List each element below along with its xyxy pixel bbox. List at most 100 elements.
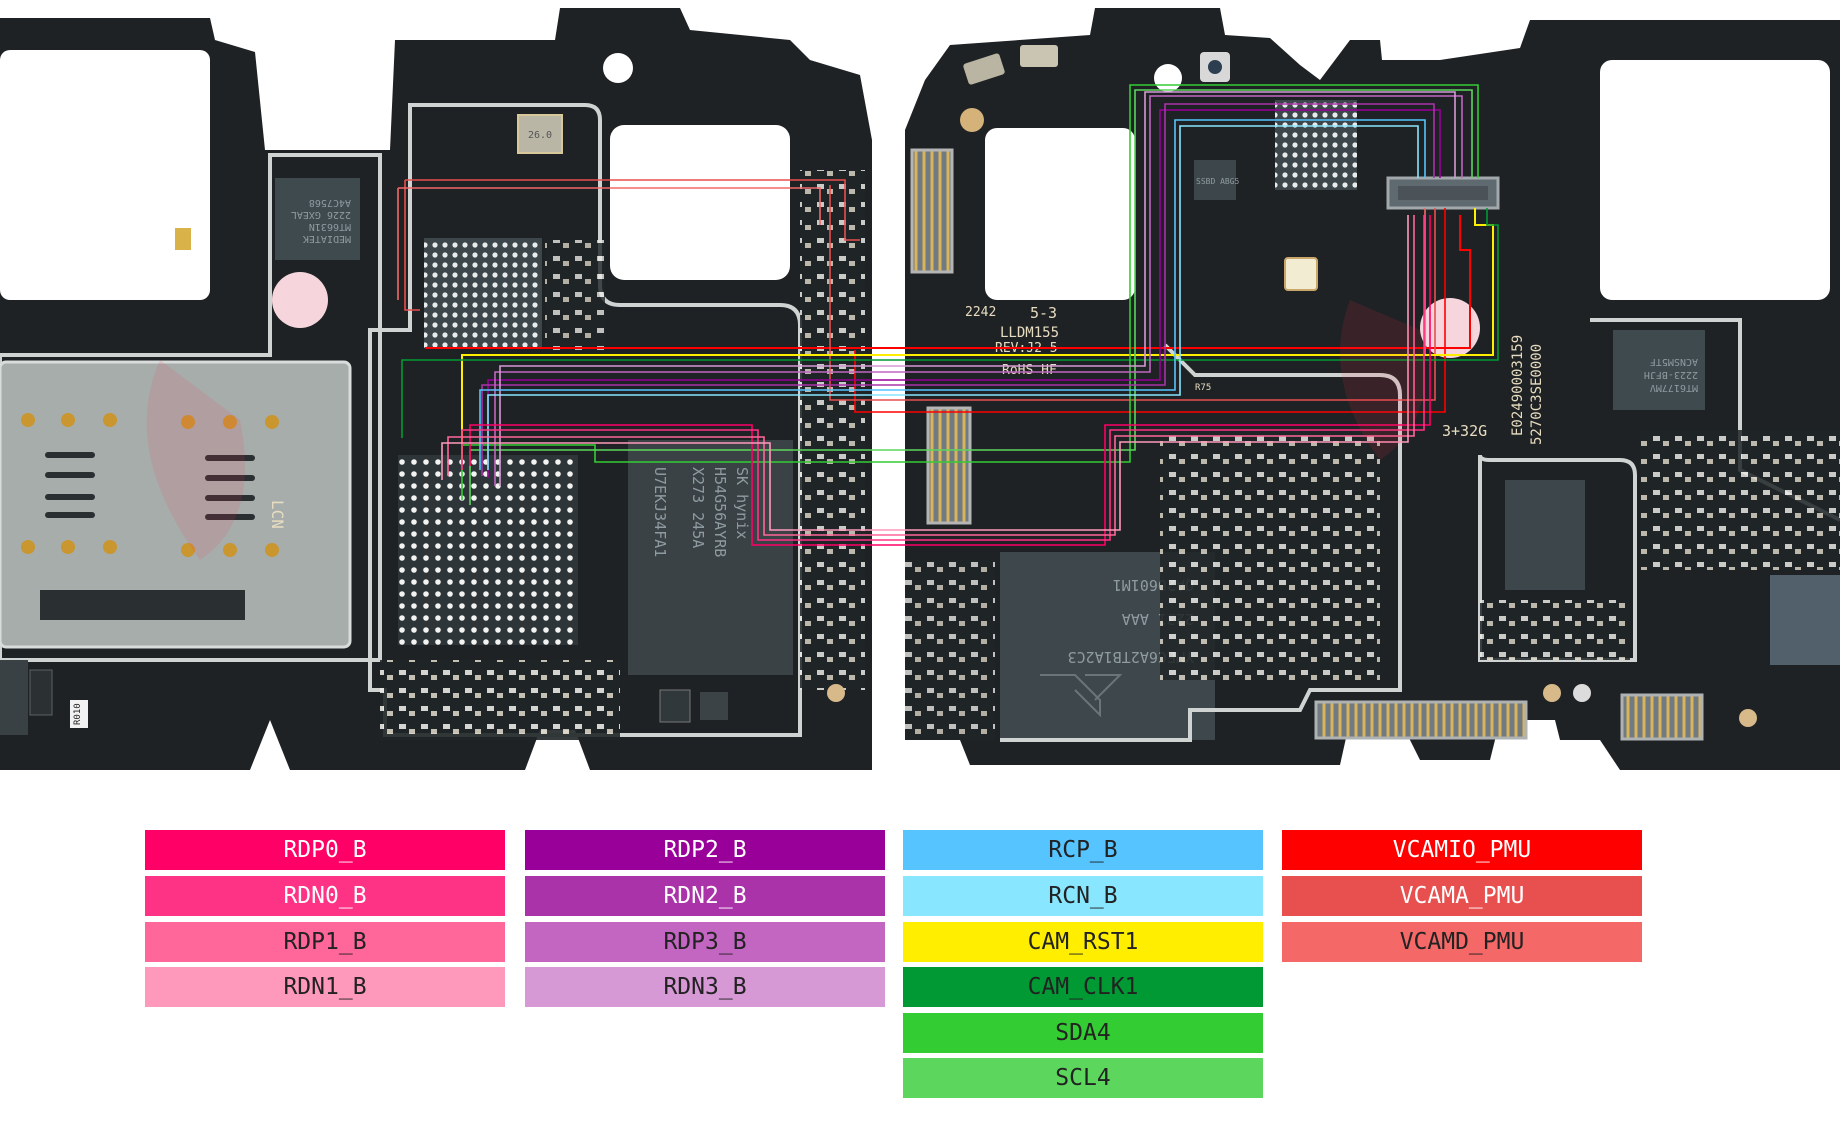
trace-rdp1-b xyxy=(447,215,1415,536)
trace-rdn1-b xyxy=(441,215,1409,531)
right-board-window xyxy=(985,128,1135,300)
chip-bottom-left xyxy=(0,660,28,735)
legend-label: VCAMIO_PMU xyxy=(1392,837,1532,863)
legend-rdp0-b: RDP0_B xyxy=(145,830,505,870)
legend-label: RDP2_B xyxy=(663,837,747,863)
camera-led xyxy=(1284,257,1318,291)
test-pad xyxy=(1573,684,1591,702)
trace-rdp3-b xyxy=(494,95,1463,486)
legend-label: CAM_CLK1 xyxy=(1027,974,1139,1000)
trace-rdn2-b xyxy=(481,103,1435,476)
smd-area xyxy=(1480,600,1630,660)
svg-text:ACNSM5TF: ACNSM5TF xyxy=(1650,356,1698,367)
legend-vcamd-pmu: VCAMD_PMU xyxy=(1282,922,1642,962)
crystal-oscillator xyxy=(517,114,563,154)
legend-label: VCAMA_PMU xyxy=(1399,883,1525,909)
test-pad xyxy=(1543,684,1561,702)
mount-hole xyxy=(272,272,328,328)
left-board: LCN R010 MEDIATEK MT6631N 2226 GXEAL A4C… xyxy=(0,8,872,770)
chip-bottom-left xyxy=(29,669,53,716)
svg-text:H54G56AYRB: H54G56AYRB xyxy=(711,467,729,557)
bga-pmic xyxy=(1275,100,1357,190)
legend-label: RDP3_B xyxy=(663,929,747,955)
trace-sda4 xyxy=(461,84,1479,500)
resistor-r010 xyxy=(70,700,88,728)
chip-small-text: SSBD ABG5 xyxy=(1196,177,1240,186)
svg-text:MEDIATEK: MEDIATEK xyxy=(303,233,351,244)
legend-sda4: SDA4 xyxy=(903,1013,1263,1053)
smd-area xyxy=(1640,430,1840,570)
watermark xyxy=(146,300,1425,560)
silk-memory: 3+32G xyxy=(1442,422,1487,440)
legend-rdp2-b: RDP2_B xyxy=(525,830,885,870)
legend-label: CAM_RST1 xyxy=(1027,929,1139,955)
signal-traces xyxy=(397,84,1499,546)
chip-small xyxy=(1194,160,1236,200)
mount-hole xyxy=(1154,64,1182,92)
trace-vcamio-pmu xyxy=(854,208,1446,413)
legend-rdp1-b: RDP1_B xyxy=(145,922,505,962)
right-board: SSBD ABG5 YMEC6A2TB1A2C3 2231 AAA QA2060… xyxy=(905,8,1840,770)
trace-rdn3-b xyxy=(499,91,1456,486)
smd-area xyxy=(545,240,605,350)
legend-rcp-b: RCP_B xyxy=(903,830,1263,870)
legend-vcamio-pmu: VCAMIO_PMU xyxy=(1282,830,1642,870)
camera-connector-body xyxy=(1398,186,1488,200)
silk-version: 5-3 xyxy=(1030,304,1057,322)
silk-r010: R010 xyxy=(73,703,83,725)
chip-emmc-logo xyxy=(1040,674,1123,718)
right-camera-cutout xyxy=(1600,60,1830,300)
legend-label: RCP_B xyxy=(1048,837,1118,863)
svg-text:MT6177MV: MT6177MV xyxy=(1650,382,1698,393)
chip-ram xyxy=(628,440,793,675)
legend-label: RDP0_B xyxy=(283,837,367,863)
chip-mtk-rf-text: MT6177MV 2223-BFJH ACNSM5TF xyxy=(1644,356,1698,393)
trace-rcp-b xyxy=(479,119,1426,470)
trace-rdn0-b xyxy=(461,215,1425,541)
silk-date-code: 2242 xyxy=(965,305,996,320)
trace-vcama-pmu xyxy=(404,179,1436,401)
legend-label: VCAMD_PMU xyxy=(1399,929,1525,955)
legend-cam-clk1: CAM_CLK1 xyxy=(903,967,1263,1007)
gold-pad xyxy=(960,108,984,132)
sim-tray xyxy=(0,360,352,649)
trace-cam-rst1 xyxy=(461,208,1494,460)
chip-mediatek-wifi xyxy=(275,178,360,260)
test-pad xyxy=(1739,709,1757,727)
chip-right-edge xyxy=(1770,575,1840,665)
silk-serial-2: 5270C3SE0000 xyxy=(1529,344,1545,445)
legend-label: SDA4 xyxy=(1055,1020,1111,1046)
silk-lcn: LCN xyxy=(268,500,287,529)
chip-mediatek-wifi-text: MEDIATEK MT6631N 2226 GXEAL A4C7568 xyxy=(291,197,351,244)
shield-frame xyxy=(1478,454,1637,662)
legend-label: RCN_B xyxy=(1048,883,1118,909)
legend-label: RDN0_B xyxy=(283,883,367,909)
legend-vcama-pmu: VCAMA_PMU xyxy=(1282,876,1642,916)
chip-ram-text: SK hynix H54G56AYRB X273 245A U7EKJ34FA1 xyxy=(651,467,751,557)
silk-serial-1: E02490003159 xyxy=(1510,335,1526,436)
svg-text:A4C7568: A4C7568 xyxy=(309,197,351,208)
legend-rcn-b: RCN_B xyxy=(903,876,1263,916)
battery-connector xyxy=(1620,693,1704,741)
trace-cam-clk1 xyxy=(401,208,1499,438)
rf-connector-center xyxy=(1208,60,1222,74)
fpc-connector xyxy=(910,148,954,274)
svg-text:U7EKJ34FA1: U7EKJ34FA1 xyxy=(651,467,669,557)
legend-cam-rst1: CAM_RST1 xyxy=(903,922,1263,962)
svg-text:MT6631N: MT6631N xyxy=(309,221,351,232)
legend-label: RDP1_B xyxy=(283,929,367,955)
smd-area xyxy=(800,170,865,690)
legend-rdn1-b: RDN1_B xyxy=(145,967,505,1007)
antenna-contact xyxy=(963,53,1005,85)
legend-rdn3-b: RDN3_B xyxy=(525,967,885,1007)
chip-pmu xyxy=(1505,480,1585,590)
legend-label: RDN2_B xyxy=(663,883,747,909)
inductor xyxy=(659,689,691,723)
shield-frame xyxy=(0,153,382,662)
trace-vcamio-pmu xyxy=(425,215,1471,349)
smd-area xyxy=(1160,430,1380,680)
smd-area xyxy=(905,560,995,740)
bga-chip-upper xyxy=(424,238,542,348)
shield-frame xyxy=(1000,343,1402,742)
trace-rcn-b xyxy=(487,125,1419,470)
